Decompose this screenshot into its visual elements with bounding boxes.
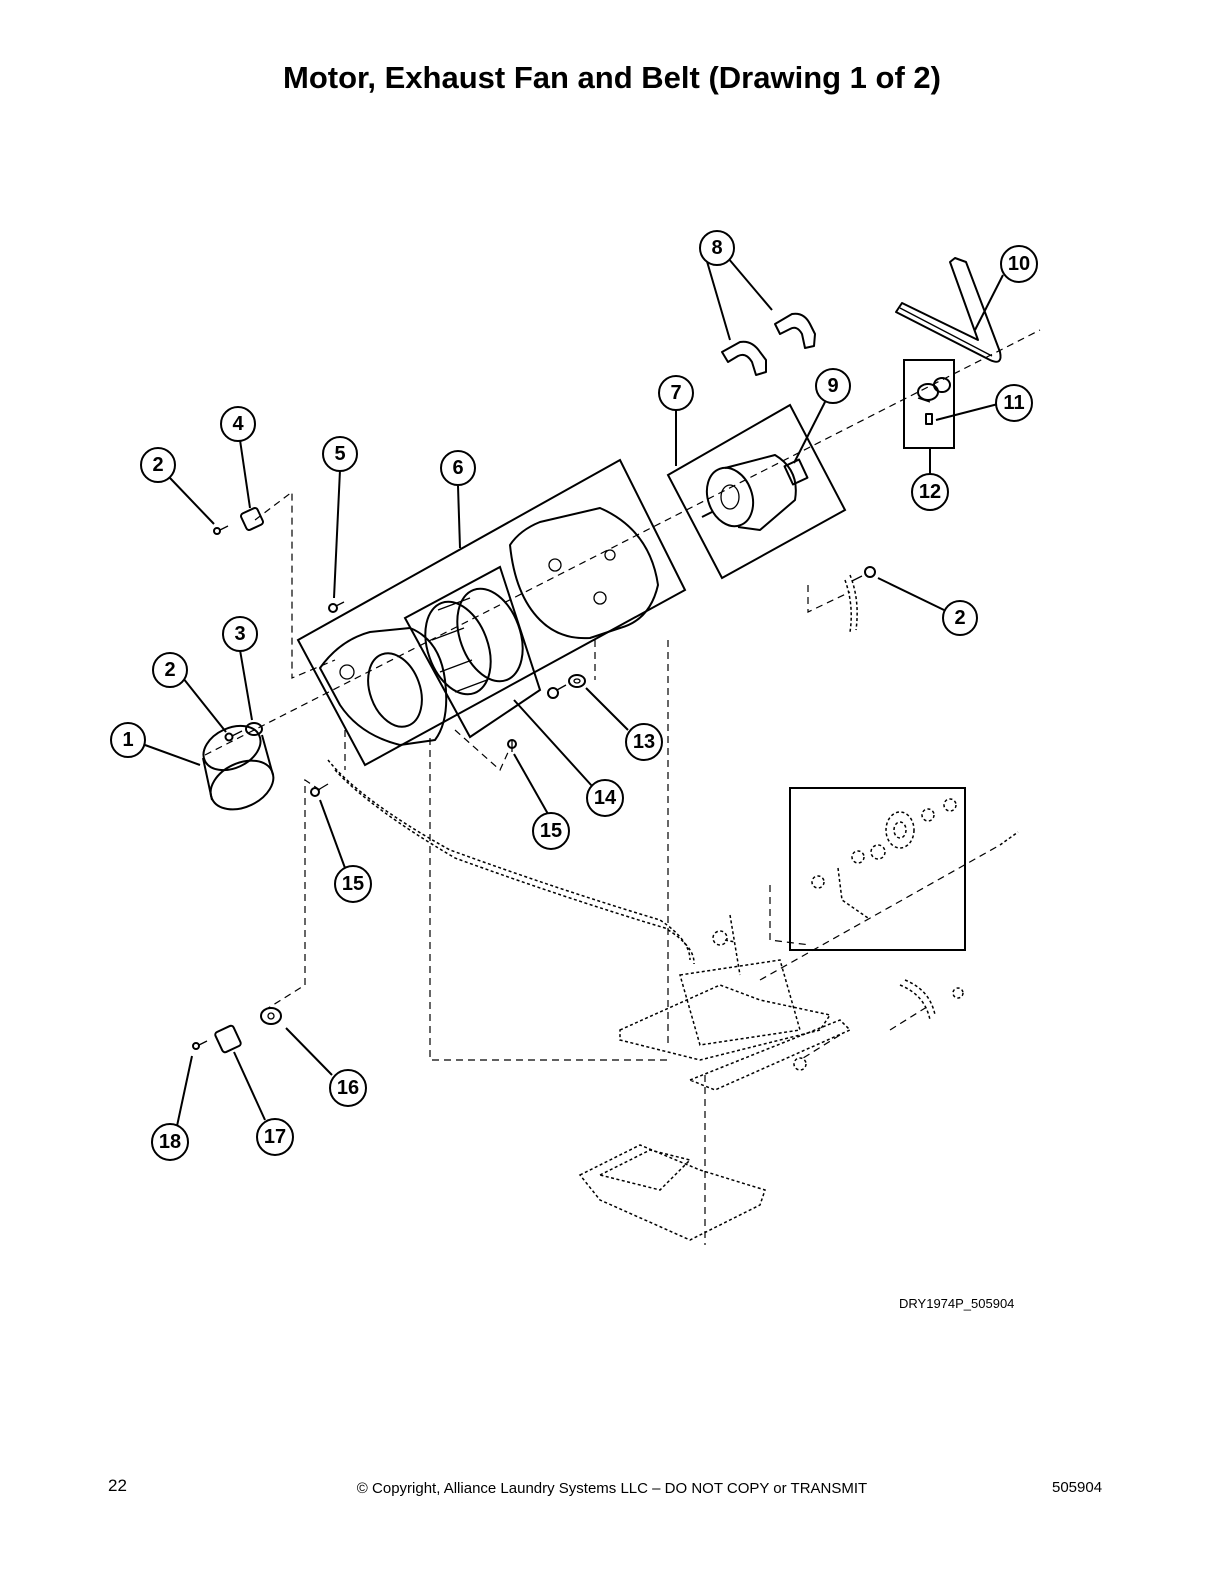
motor-clip-part [774, 312, 816, 349]
screw-part [547, 684, 567, 699]
svg-text:11: 11 [1003, 392, 1024, 414]
svg-text:10: 10 [1008, 253, 1030, 275]
svg-text:2: 2 [954, 607, 965, 629]
callout-10: 10 [1000, 245, 1038, 283]
callout-8: 8 [699, 230, 735, 266]
callout-7: 7 [658, 375, 694, 411]
drawing-id: DRY1974P_505904 [899, 1296, 1015, 1311]
document-number: 505904 [1052, 1479, 1103, 1496]
motor-pulley-part [917, 377, 951, 425]
screw-part [213, 525, 229, 535]
leader-lines [144, 257, 1004, 1127]
screw-part [310, 783, 329, 797]
assembly-lines [204, 329, 1041, 1245]
svg-text:7: 7 [670, 382, 681, 404]
fan-housing-front-part [319, 627, 448, 746]
callout-14: 14 [586, 779, 624, 817]
motor-group-box [666, 403, 847, 580]
callout-1: 1 [110, 722, 146, 758]
callout-15: 15 [532, 812, 570, 850]
gasket-part [245, 722, 263, 736]
page-number: 22 [108, 1476, 127, 1495]
callout-3: 3 [222, 616, 258, 652]
callout-15: 15 [334, 865, 372, 903]
screw-part [328, 601, 345, 613]
gasket-part [260, 1007, 282, 1025]
svg-text:16: 16 [337, 1077, 359, 1099]
idler-parts [811, 798, 1019, 919]
svg-text:8: 8 [711, 237, 722, 259]
svg-text:15: 15 [342, 873, 364, 895]
blower-wheel-group-box [403, 565, 542, 739]
motor-clip-part [721, 340, 767, 376]
callout-9: 9 [815, 368, 851, 404]
fan-housing-part [509, 507, 659, 640]
svg-text:9: 9 [827, 375, 838, 397]
seal-ring-part [202, 724, 275, 811]
screw-part [224, 730, 243, 742]
svg-text:6: 6 [452, 457, 463, 479]
svg-text:18: 18 [159, 1131, 181, 1153]
svg-text:2: 2 [164, 659, 175, 681]
screw-part [507, 739, 517, 752]
svg-text:13: 13 [633, 731, 655, 753]
callout-5: 5 [322, 436, 358, 472]
callout-17: 17 [256, 1118, 294, 1156]
callout-12: 12 [911, 473, 949, 511]
svg-text:2: 2 [152, 454, 163, 476]
svg-text:12: 12 [919, 481, 941, 503]
callout-2: 2 [152, 652, 188, 688]
svg-text:15: 15 [540, 820, 562, 842]
fan-housing-group-box [296, 458, 687, 767]
svg-text:17: 17 [264, 1126, 286, 1148]
page-title: Motor, Exhaust Fan and Belt (Drawing 1 o… [283, 60, 941, 95]
callout-18: 18 [151, 1123, 189, 1161]
sensor-part [214, 1024, 242, 1054]
callout-6: 6 [440, 450, 476, 486]
blower-wheel-part [424, 587, 524, 696]
screw-part [192, 1040, 208, 1050]
svg-text:5: 5 [334, 443, 345, 465]
callout-2: 2 [140, 447, 176, 483]
drive-belt-part [895, 257, 1002, 363]
callout-13: 13 [625, 723, 663, 761]
callout-16: 16 [329, 1069, 367, 1107]
screw-part [851, 566, 876, 582]
idler-group-box [789, 787, 966, 951]
callout-11: 11 [995, 384, 1033, 422]
svg-text:1: 1 [122, 729, 133, 751]
svg-text:14: 14 [594, 787, 617, 809]
callout-2: 2 [942, 600, 978, 636]
svg-text:4: 4 [232, 413, 244, 435]
callout-4: 4 [220, 406, 256, 442]
svg-text:3: 3 [234, 623, 245, 645]
reference-base-assembly [327, 574, 964, 1241]
pulley-group-box [903, 359, 955, 449]
copyright-notice: © Copyright, Alliance Laundry Systems LL… [356, 1480, 868, 1497]
drive-motor-part [701, 454, 809, 531]
bearing-part [568, 674, 586, 688]
sensor-part [240, 507, 264, 531]
